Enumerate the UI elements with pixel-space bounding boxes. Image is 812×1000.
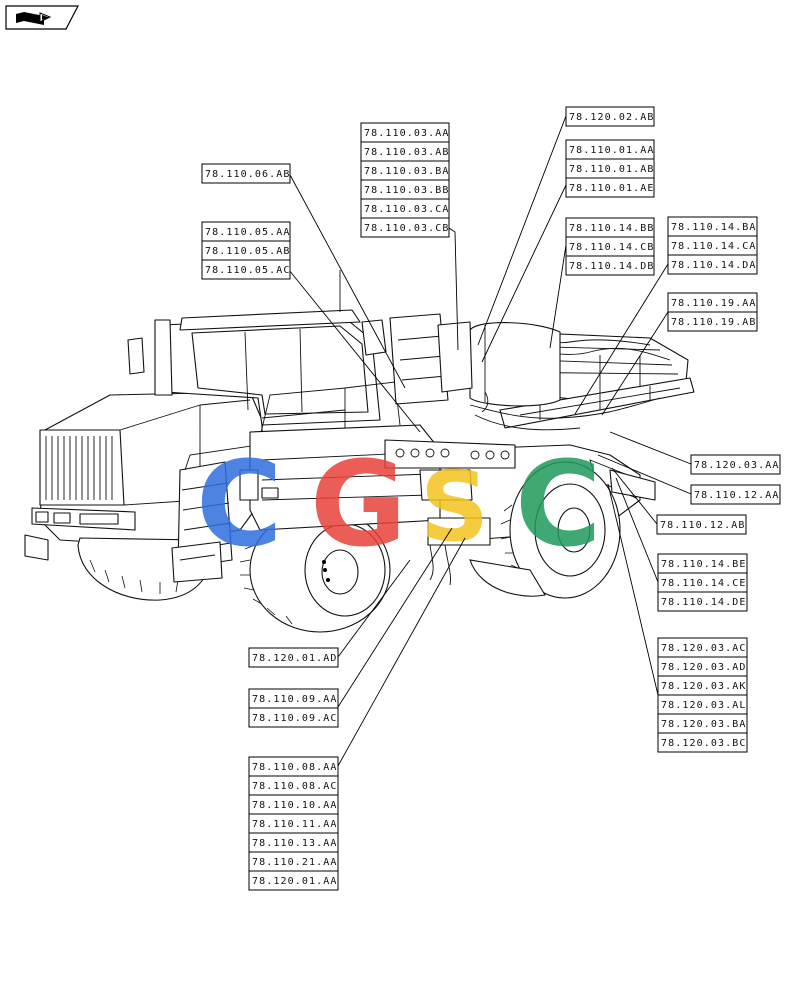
callout-label[interactable]: 78.110.14.DE xyxy=(661,597,746,608)
callout-label[interactable]: 78.120.01.AA xyxy=(252,876,337,887)
leader-lines xyxy=(288,115,692,767)
callout-label[interactable]: 78.110.14.DB xyxy=(569,261,654,272)
callout-label[interactable]: 78.110.03.BA xyxy=(364,166,449,177)
callout-label[interactable]: 78.110.01.AA xyxy=(569,145,654,156)
callout-group[interactable]: 78.110.19.AA 78.110.19.AB xyxy=(667,292,758,332)
callout-box[interactable] xyxy=(248,707,339,728)
callout-label[interactable]: 78.110.10.AA xyxy=(252,800,337,811)
callout-label[interactable]: 78.110.21.AA xyxy=(252,857,337,868)
callout-label[interactable]: 78.110.14.CE xyxy=(661,578,746,589)
callout-box[interactable] xyxy=(690,484,781,505)
callout-box[interactable] xyxy=(565,106,655,127)
watermark: C G S C xyxy=(196,435,602,573)
callout-label[interactable]: 78.120.03.AL xyxy=(661,700,746,711)
callout-group[interactable]: 78.110.12.AB xyxy=(656,514,747,535)
callout-group[interactable]: 78.110.14.BE 78.110.14.CE 78.110.14.DE xyxy=(657,553,748,612)
callout-labels: 78.120.02.AB78.110.03.AA78.110.03.AB78.1… xyxy=(201,106,781,891)
callout-group[interactable]: 78.120.02.AB xyxy=(565,106,655,127)
callout-label[interactable]: 78.110.11.AA xyxy=(252,819,337,830)
callout-label[interactable]: 78.110.05.AA xyxy=(205,227,290,238)
callout-label[interactable]: 78.110.08.AA xyxy=(252,762,337,773)
callout-label[interactable]: 78.110.14.BE xyxy=(661,559,746,570)
callout-group[interactable]: 78.110.12.AA xyxy=(690,484,781,505)
callout-label[interactable]: 78.110.19.AB xyxy=(671,317,756,328)
callout-label[interactable]: 78.120.03.BA xyxy=(661,719,746,730)
callout-box[interactable] xyxy=(201,259,291,280)
callout-box[interactable] xyxy=(360,217,450,238)
callout-group[interactable]: 78.120.03.AA xyxy=(690,454,781,475)
callout-label[interactable]: 78.110.14.BB xyxy=(569,223,654,234)
callout-box[interactable] xyxy=(657,732,748,753)
callout-label[interactable]: 78.110.12.AB xyxy=(660,520,745,531)
callout-box[interactable] xyxy=(248,647,339,668)
callout-label[interactable]: 78.110.14.CA xyxy=(671,241,756,252)
callout-label[interactable]: 78.110.12.AA xyxy=(694,490,779,501)
callout-label[interactable]: 78.110.14.BA xyxy=(671,222,756,233)
callout-box[interactable] xyxy=(565,177,655,198)
callout-label[interactable]: 78.110.03.AA xyxy=(364,128,449,139)
callout-label[interactable]: 78.110.19.AA xyxy=(671,298,756,309)
callout-label[interactable]: 78.110.14.DA xyxy=(671,260,756,271)
callout-box[interactable] xyxy=(656,514,747,535)
callout-label[interactable]: 78.120.01.AD xyxy=(252,653,337,664)
callout-group[interactable]: 78.110.06.AB xyxy=(201,163,291,184)
nav-book-button[interactable] xyxy=(5,5,79,30)
callout-label[interactable]: 78.110.06.AB xyxy=(205,169,290,180)
callout-label[interactable]: 78.110.01.AB xyxy=(569,164,654,175)
callout-label[interactable]: 78.110.01.AE xyxy=(569,183,654,194)
callout-label[interactable]: 78.110.03.CA xyxy=(364,204,449,215)
callout-group[interactable]: 78.110.14.BA 78.110.14.CA 78.110.14.DA xyxy=(667,216,758,275)
callout-group[interactable]: 78.120.03.AC 78.120.03.AD 78.120.03.AK 78.1… xyxy=(657,637,748,753)
callout-label[interactable]: 78.120.02.AB xyxy=(569,112,654,123)
rear-wheel xyxy=(500,461,621,599)
front-wheel-right xyxy=(239,507,391,633)
callout-label[interactable]: 78.110.09.AC xyxy=(252,713,337,724)
watermark-letter: C xyxy=(515,435,602,573)
callout-label[interactable]: 78.110.05.AB xyxy=(205,246,290,257)
callout-box[interactable] xyxy=(690,454,781,475)
callout-label[interactable]: 78.120.03.AA xyxy=(694,460,779,471)
sprayer-machine-drawing xyxy=(24,270,695,633)
callout-group[interactable]: 78.110.01.AA 78.110.01.AB 78.110.01.AE xyxy=(565,139,655,198)
callout-group[interactable]: 78.110.14.BB 78.110.14.CB 78.110.14.DB xyxy=(565,217,655,276)
callout-label[interactable]: 78.110.09.AA xyxy=(252,694,337,705)
watermark-letter: S xyxy=(420,451,489,563)
callout-group[interactable]: 78.110.03.AA 78.110.03.AB 78.110.03.BA 78.1… xyxy=(360,122,450,238)
callout-group[interactable]: 78.120.01.AD xyxy=(248,647,339,668)
callout-box[interactable] xyxy=(248,870,339,891)
callout-label[interactable]: 78.110.08.AC xyxy=(252,781,337,792)
callout-box[interactable] xyxy=(201,163,291,184)
callout-label[interactable]: 78.110.03.BB xyxy=(364,185,449,196)
callout-box[interactable] xyxy=(565,255,655,276)
callout-group[interactable]: 78.110.08.AA 78.110.08.AC 78.110.10.AA 78.1… xyxy=(248,756,339,891)
callout-label[interactable]: 78.110.14.CB xyxy=(569,242,654,253)
callout-label[interactable]: 78.110.13.AA xyxy=(252,838,337,849)
callout-box[interactable] xyxy=(657,591,748,612)
callout-group[interactable]: 78.110.09.AA 78.110.09.AC xyxy=(248,688,339,728)
callout-label[interactable]: 78.110.03.CB xyxy=(364,223,449,234)
callout-label[interactable]: 78.110.03.AB xyxy=(364,147,449,158)
callout-group[interactable]: 78.110.05.AA 78.110.05.AB 78.110.05.AC xyxy=(201,221,291,280)
callout-box[interactable] xyxy=(667,311,758,332)
watermark-letter: G xyxy=(310,435,407,573)
callout-box[interactable] xyxy=(667,254,758,275)
callout-label[interactable]: 78.110.05.AC xyxy=(205,265,290,276)
watermark-letter: C xyxy=(196,435,283,573)
callout-label[interactable]: 78.120.03.BC xyxy=(661,738,746,749)
callout-label[interactable]: 78.120.03.AD xyxy=(661,662,746,673)
arrow-book-icon xyxy=(16,12,52,25)
callout-label[interactable]: 78.120.03.AK xyxy=(661,681,746,692)
callout-label[interactable]: 78.120.03.AC xyxy=(661,643,746,654)
